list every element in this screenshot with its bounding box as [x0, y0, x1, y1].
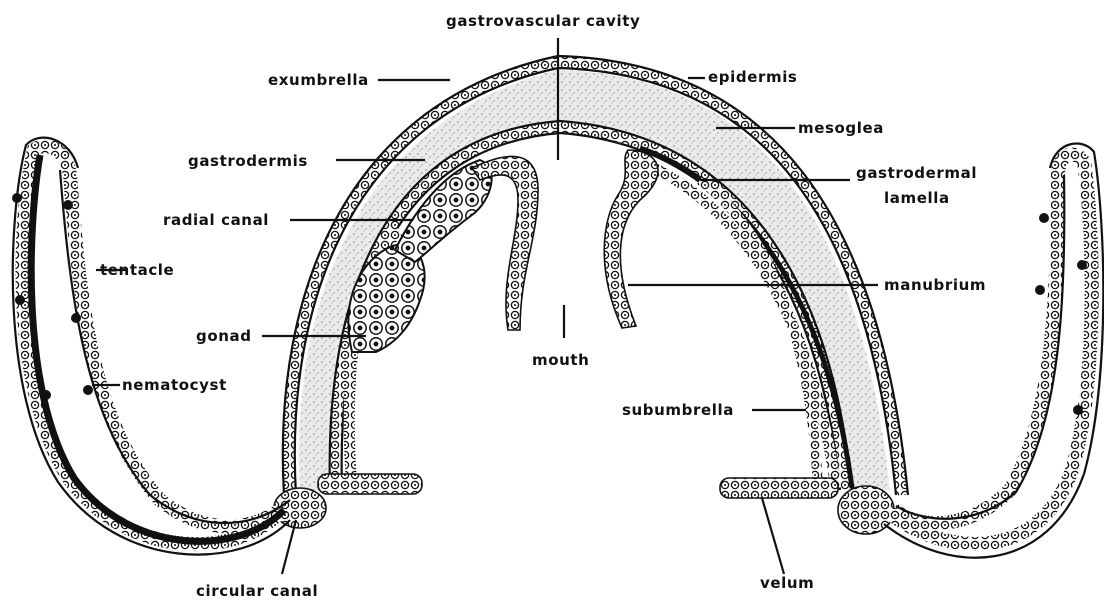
- label-gastrodermal-line1: gastrodermal: [856, 164, 977, 182]
- label-mesoglea: mesoglea: [798, 119, 884, 137]
- label-velum: velum: [760, 574, 814, 592]
- label-gastrodermal-line2: lamella: [884, 189, 950, 207]
- label-exumbrella: exumbrella: [268, 71, 369, 89]
- label-manubrium: manubrium: [884, 276, 986, 294]
- label-gonad: gonad: [196, 327, 252, 345]
- circular-canal-right: [838, 486, 894, 534]
- tentacle-right: [888, 155, 1092, 544]
- label-mouth: mouth: [532, 351, 589, 369]
- label-subumbrella: subumbrella: [622, 401, 734, 419]
- label-gastrovascular-cavity: gastrovascular cavity: [446, 12, 640, 30]
- label-nematocyst: nematocyst: [122, 376, 227, 394]
- label-gastrodermis: gastrodermis: [188, 152, 308, 170]
- label-epidermis: epidermis: [708, 68, 797, 86]
- velum-left: [318, 474, 422, 494]
- velum-right: [720, 478, 838, 498]
- label-tentacle: tentacle: [100, 261, 174, 279]
- label-circular-canal: circular canal: [196, 582, 318, 600]
- label-radial-canal: radial canal: [163, 211, 269, 229]
- manubrium-right: [604, 150, 658, 328]
